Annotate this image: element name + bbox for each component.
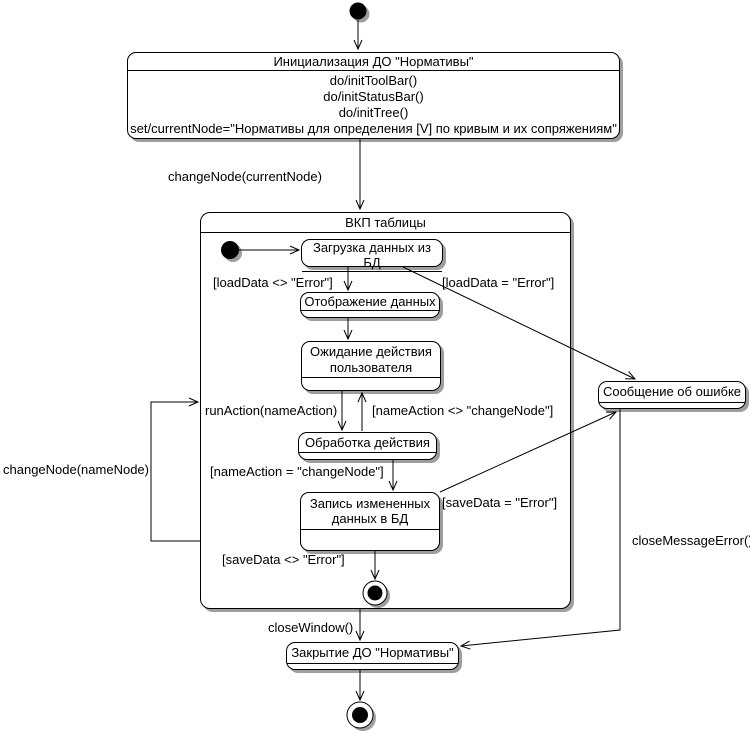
edge-label-close-window: closeWindow(): [268, 620, 354, 635]
state-title: Инициализация ДО "Нормативы": [273, 53, 474, 69]
edge-label-load-error: [loadData = "Error"]: [442, 275, 555, 290]
state-close-do-normativy[interactable]: Закрытие ДО "Нормативы": [286, 642, 459, 670]
state-title: Загрузка данных из БД: [312, 240, 432, 271]
state-compartment: [299, 452, 436, 459]
state-title: Запись измененных данных в БД: [309, 495, 431, 526]
state-load-data[interactable]: Загрузка данных из БД: [301, 239, 443, 272]
state-compartment: [599, 402, 745, 408]
edge-label-change-node-current: changeNode(currentNode): [168, 169, 322, 184]
composite-state-title: ВКП таблицы: [345, 215, 426, 230]
state-action: set/currentNode="Нормативы для определен…: [130, 120, 617, 136]
state-title: Закрытие ДО "Нормативы": [291, 645, 454, 661]
state-title: Ожидание действия пользователя: [310, 344, 432, 375]
state-compartment: [301, 310, 439, 317]
edge-label-run-action: runAction(nameAction): [205, 403, 338, 418]
edge-label-name-action-not-change: [nameAction <> "changeNode"]: [372, 403, 554, 418]
edge-label-name-action-change: [nameAction = "changeNode"]: [210, 464, 384, 479]
state-wait-user-action[interactable]: Ожидание действия пользователя: [301, 341, 441, 391]
state-error-message[interactable]: Сообщение об ошибке: [598, 381, 746, 409]
state-action: do/initStatusBar(): [323, 88, 424, 104]
state-compartment: [301, 529, 439, 550]
composite-state-header: ВКП таблицы: [201, 213, 570, 233]
transition-change-node-name-loop: [150, 397, 200, 542]
state-action: do/initTree(): [338, 104, 409, 120]
edge-label-change-node-name: changeNode(nameNode): [3, 462, 149, 477]
state-save-data[interactable]: Запись измененных данных в БД: [300, 492, 440, 551]
state-title: Отображение данных: [304, 293, 436, 309]
state-action: do/initToolBar(): [329, 72, 418, 88]
state-title: Сообщение об ошибке: [602, 384, 742, 400]
state-compartment: [302, 270, 442, 278]
state-compartment: [302, 377, 440, 390]
state-display-data[interactable]: Отображение данных: [300, 292, 440, 318]
state-process-action[interactable]: Обработка действия: [298, 432, 437, 460]
state-actions: do/initToolBar() do/initStatusBar() do/i…: [128, 70, 619, 138]
final-state-icon: [346, 701, 376, 731]
edge-label-close-message-error: closeMessageError(): [632, 533, 750, 548]
state-title: Обработка действия: [305, 434, 430, 450]
edge-label-save-error: [saveData = "Error"]: [442, 495, 558, 510]
initial-state-icon: [349, 2, 370, 23]
edge-label-load-ok: [loadData <> "Error"]: [213, 275, 333, 290]
state-init-do-normativy[interactable]: Инициализация ДО "Нормативы" do/initTool…: [127, 52, 620, 139]
edge-label-save-ok: [saveData <> "Error"]: [222, 552, 345, 567]
state-compartment: [287, 663, 458, 669]
